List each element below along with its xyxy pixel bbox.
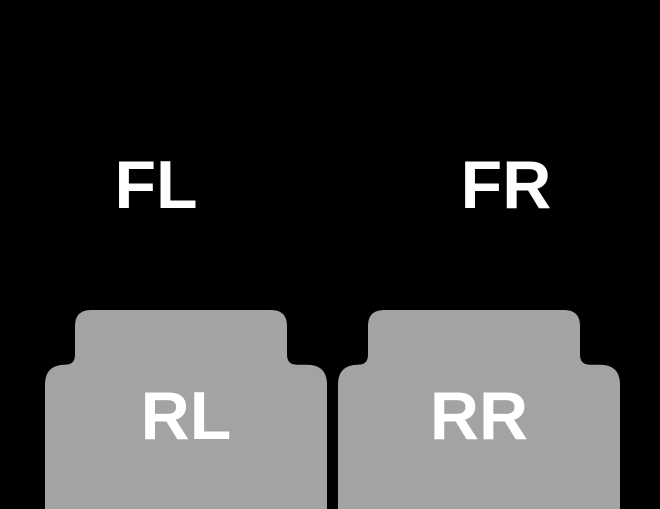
rear-right-mat-shape <box>338 310 620 509</box>
rear-left-mat-shape <box>45 310 327 509</box>
front-right-label: FR <box>460 147 552 223</box>
front-left-label: FL <box>114 147 198 223</box>
front-left-zone[interactable]: FL <box>76 140 236 230</box>
rear-left-zone[interactable]: RL <box>45 310 327 509</box>
rear-right-label: RR <box>429 378 529 454</box>
rear-left-label: RL <box>140 378 232 454</box>
rear-right-zone[interactable]: RR <box>338 310 620 509</box>
front-right-zone[interactable]: FR <box>426 140 586 230</box>
